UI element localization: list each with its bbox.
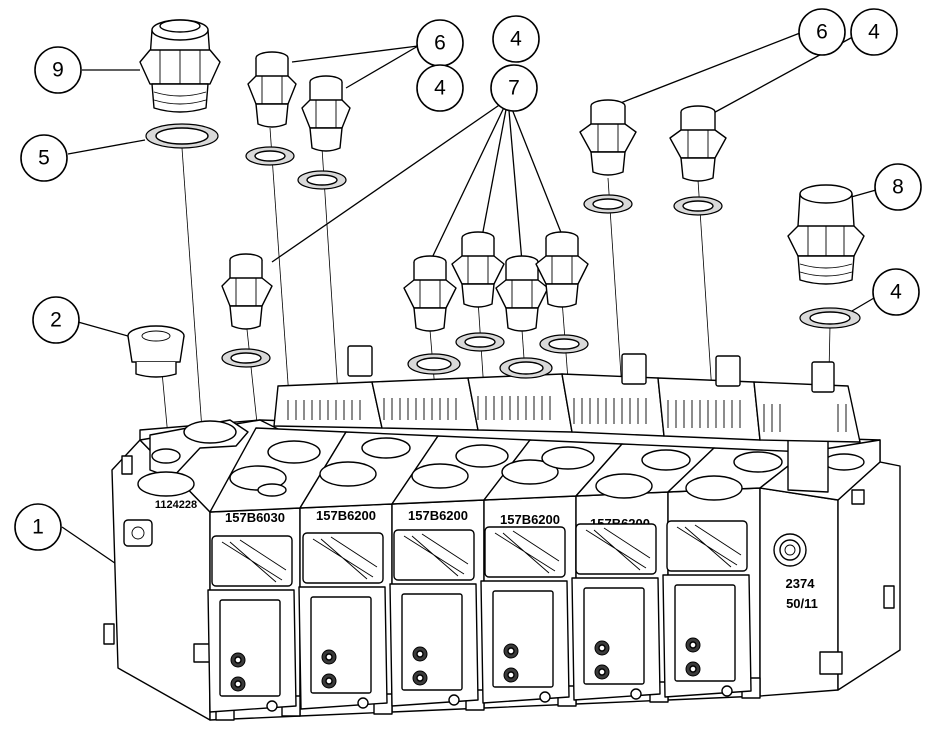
callout-6-top-left: 6 <box>416 19 464 67</box>
leader-5 <box>67 139 146 155</box>
seal-6b <box>583 194 633 214</box>
seal-7e <box>539 334 589 354</box>
fitting-7a <box>221 253 273 330</box>
inlet-part-number: 1124228 <box>155 499 197 511</box>
callout-4-top-mid: 4 <box>492 15 540 63</box>
section-1-part-number: 157B6030 <box>225 510 285 525</box>
callout-5: 5 <box>20 134 68 182</box>
fitting-7b <box>403 255 457 332</box>
callout-7: 7 <box>490 64 538 112</box>
callout-4-below-6: 4 <box>416 64 464 112</box>
end-plate-code-2: 50/11 <box>786 596 818 611</box>
fitting-8 <box>787 184 865 285</box>
svg-text:9: 9 <box>52 59 64 82</box>
leader-6a2 <box>345 45 419 89</box>
top-actuator-modules <box>273 345 861 443</box>
fitting-7c <box>451 231 505 308</box>
fitting-9 <box>139 19 221 113</box>
leader-7d <box>507 98 523 263</box>
solenoid-actuators <box>207 520 752 713</box>
callout-2: 2 <box>32 296 80 344</box>
seal-4c <box>673 196 723 216</box>
svg-text:7: 7 <box>508 77 520 100</box>
seal-7a <box>221 348 271 368</box>
svg-text:8: 8 <box>892 176 904 199</box>
callout-9: 9 <box>34 46 82 94</box>
inlet-port-p <box>183 420 237 444</box>
section-3-part-number: 157B6200 <box>408 508 468 523</box>
leader-6a <box>291 45 419 63</box>
callout-4-right: 4 <box>872 268 920 316</box>
inlet-port-small <box>151 448 181 464</box>
end-plate-code-1: 2374 <box>786 576 816 591</box>
leader-7e <box>507 98 563 236</box>
fitting-6a <box>247 51 297 128</box>
seal-5 <box>145 123 219 149</box>
inlet-port-lower <box>137 471 195 497</box>
inlet-bolt-2 <box>103 623 115 645</box>
svg-text:4: 4 <box>868 21 880 44</box>
leader-6b <box>617 32 801 105</box>
plug-2 <box>127 325 185 378</box>
callout-8: 8 <box>874 163 922 211</box>
svg-text:6: 6 <box>434 32 446 55</box>
fitting-7d <box>495 255 549 332</box>
section-4-part-number: 157B6200 <box>500 512 560 527</box>
svg-text:1: 1 <box>32 516 44 539</box>
actuator-6 <box>662 520 752 698</box>
seal-7b <box>407 353 461 375</box>
leader-7b <box>429 98 509 263</box>
fitting-6b <box>579 99 637 176</box>
end-plate-bolt <box>883 585 895 609</box>
callout-1: 1 <box>14 503 62 551</box>
end-plate-bolt-top <box>851 489 865 505</box>
actuator-3 <box>389 529 479 707</box>
seal-7d <box>499 357 553 379</box>
seal-4a <box>297 170 347 190</box>
section-2-part-number: 157B6200 <box>316 508 376 523</box>
svg-text:5: 5 <box>38 147 50 170</box>
callout-6-top-right: 6 <box>798 8 846 56</box>
svg-text:6: 6 <box>816 21 828 44</box>
fitting-4a <box>301 75 351 152</box>
seal-4d <box>799 307 861 329</box>
fitting-4c <box>669 105 727 182</box>
leader-2 <box>77 321 129 337</box>
actuator-1 <box>207 535 297 713</box>
svg-text:4: 4 <box>890 281 902 304</box>
end-plate-nut <box>819 651 843 675</box>
callout-bubbles: 9 6 4 4 7 6 4 5 <box>14 8 922 551</box>
seal-6a <box>245 146 295 166</box>
inlet-bolt-1 <box>121 455 133 475</box>
seal-7c <box>455 332 505 352</box>
inlet-side-plug <box>123 519 153 547</box>
svg-text:4: 4 <box>434 77 446 100</box>
actuator-2 <box>298 532 388 710</box>
callout-4-top-right: 4 <box>850 8 898 56</box>
actuator-5 <box>571 523 661 701</box>
svg-text:2: 2 <box>50 309 62 332</box>
leader-7a <box>271 98 509 263</box>
fitting-7e <box>535 231 589 308</box>
leader-7c <box>481 98 509 238</box>
actuator-4 <box>480 526 570 704</box>
svg-text:4: 4 <box>510 28 522 51</box>
inlet-side-plug-hex <box>131 526 145 540</box>
